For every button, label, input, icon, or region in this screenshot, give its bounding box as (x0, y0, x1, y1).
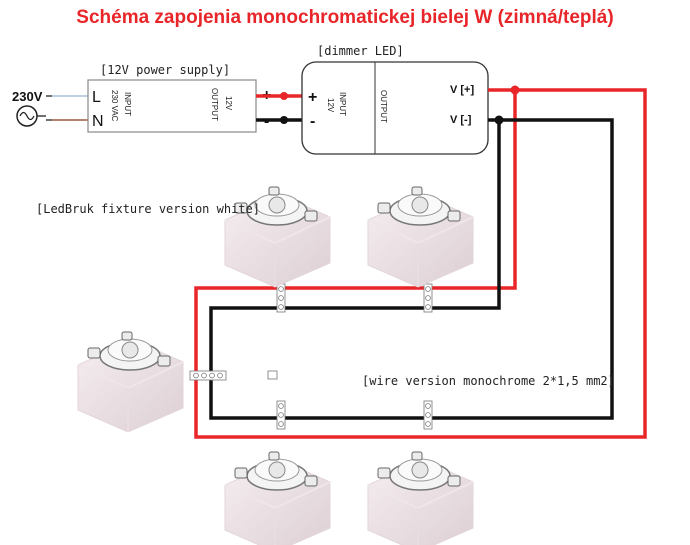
wire-connector-icon (276, 283, 286, 313)
wire-label: [wire version monochrome 2*1,5 mm2] (362, 374, 615, 388)
dimmer-input-text: INPUT (338, 92, 347, 116)
wire-connector-icon (423, 400, 433, 430)
dimmer-output-text: OUTPUT (379, 90, 388, 123)
wire-connector-icon (189, 370, 227, 381)
fixture-label: [LedBruk fixture version white] (36, 202, 260, 216)
negative-wire-circuit (209, 118, 614, 420)
fixture-icon (224, 451, 331, 545)
psu-input-voltage: 230 VAC (110, 90, 119, 122)
dimmer-minus-terminal: - (310, 113, 315, 130)
mains-voltage-label: 230V (12, 89, 43, 104)
diagram-title: Schéma zapojenia monochromatickej bielej… (76, 7, 613, 28)
fixture-icon (367, 451, 474, 545)
dimmer-label: [dimmer LED] (317, 44, 404, 58)
dimmer-box (301, 61, 489, 155)
psu-input-text: INPUT (123, 92, 132, 116)
wire-connector-icon (267, 370, 278, 380)
fixture-icon (367, 186, 474, 288)
dimmer-plus-terminal: + (308, 89, 317, 106)
power-supply-box (87, 79, 257, 133)
wire-connector-icon (423, 283, 433, 313)
power-supply-label: [12V power supply] (100, 63, 230, 77)
dimmer-v-minus: V [-] (450, 114, 472, 126)
psu-output-text: OUTPUT (210, 88, 219, 121)
wire-connector-icon (276, 400, 286, 430)
fixture-icon (77, 331, 184, 433)
dimmer-input-voltage: 12V (326, 98, 335, 113)
ac-source-icon (16, 105, 46, 127)
psu-line-label: L (92, 89, 101, 106)
psu-neutral-label: N (92, 113, 104, 130)
dimmer-v-plus: V [+] (450, 84, 474, 96)
psu-output-voltage: 12V (224, 96, 233, 111)
positive-wire-circuit (194, 88, 647, 439)
